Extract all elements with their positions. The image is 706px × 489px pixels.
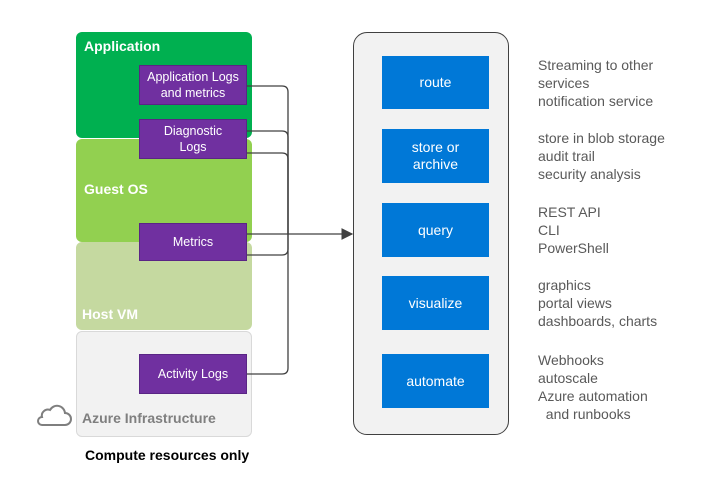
query-description: REST API CLI PowerShell [538,204,609,256]
layer-title-guest-os: Guest OS [84,181,148,197]
layer-title-azure-infrastructure: Azure Infrastructure [82,410,216,426]
automate-description: Webhooks autoscale Azure automation and … [538,352,648,422]
visualize-box: visualize [382,276,489,330]
cloud-icon [34,404,74,428]
diagnostic-logs-box: Diagnostic Logs [139,119,247,159]
visualize-description: graphics portal views dashboards, charts [538,277,658,329]
layer-title-host-vm: Host VM [82,306,138,322]
application-logs-box: Application Logs and metrics [139,65,247,105]
query-box: query [382,203,489,257]
store-archive-box: store or archive [382,129,489,183]
layer-title-application: Application [84,38,161,54]
route-box: route [382,56,489,109]
activity-logs-box: Activity Logs [139,354,247,394]
store-archive-description: store in blob storage audit trail securi… [538,130,665,182]
footer-note: Compute resources only [85,447,250,463]
metrics-box: Metrics [139,223,247,261]
automate-box: automate [382,354,489,408]
route-description: Streaming to other services notification… [538,57,654,109]
